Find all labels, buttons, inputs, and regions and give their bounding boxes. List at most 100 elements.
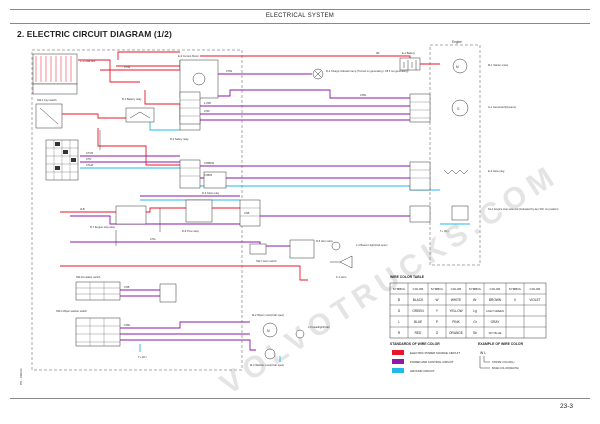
wire-ground-1 <box>149 120 180 131</box>
wire-table-cell: SKY BLUE <box>489 331 502 335</box>
wire-table-title: WIRE COLOR TABLE <box>390 275 425 279</box>
wire-table-cell: VIOLET <box>529 298 540 302</box>
wire-table-cell: O <box>436 331 439 335</box>
wire-table-cell: PINK <box>452 320 460 324</box>
heater-switch: SW-19 Heater switch <box>75 275 121 301</box>
wire-table-cell: ORANGE <box>449 331 463 335</box>
engine-stop-relay: R-7 Engine stop relay <box>90 205 147 229</box>
legend-swatch <box>392 359 404 364</box>
wire-table-cell: BLUE <box>414 320 422 324</box>
heater-switch-label: SW-19 Heater switch <box>76 275 101 279</box>
wiper-motor: M M-2 Wiper motor(Cab spec) <box>252 313 284 338</box>
battery-relay-label: R-1 Battery relay <box>122 97 142 101</box>
head-light: L-5 Headlight(Cab) <box>295 325 330 339</box>
wire-table-header: SYMBOL <box>509 287 522 291</box>
wiper-switch: SW-4 Wiper washer switch <box>56 309 121 347</box>
wire-table-cell: Y <box>436 309 439 313</box>
wire-violet-1 <box>200 89 410 99</box>
wire-table-cell: P <box>436 320 438 324</box>
svg-text:G: G <box>457 107 460 111</box>
head-light-label: L-5 Headlight(Cab) <box>308 325 330 329</box>
beacon-label: L-3 Beacon light(Cab spec) <box>356 243 388 247</box>
wire-label: 0.85L <box>360 93 367 97</box>
wire-table-cell: Gr <box>473 320 477 324</box>
section-header: ELECTRICAL SYSTEM <box>265 13 335 19</box>
wire-table-cell: L <box>398 320 400 324</box>
engine-connector-3 <box>409 205 431 223</box>
fuse-label: F-1 Fuse box <box>80 59 96 63</box>
wire-wiper-3 <box>120 339 256 351</box>
engine-connector-1 <box>409 93 431 123</box>
wire-table-cell: GREEN <box>412 309 424 313</box>
connector-right-1 <box>239 199 261 227</box>
charge-lamp-label: R-4 Charge indicator lamp (Turned on gen… <box>326 69 408 73</box>
wire-label: 0.85L <box>124 323 131 327</box>
header-rule-top <box>10 9 590 10</box>
engine-stop-solenoid: So-1 Engine stop solenoid (Activated by … <box>451 205 558 221</box>
key-switch-grid <box>45 139 79 181</box>
wire-label: 3R <box>376 51 379 55</box>
wire-label: 0.5B <box>244 211 250 215</box>
wire-table-header: SYMBOL <box>393 287 406 291</box>
wire-red-low <box>60 265 308 281</box>
wire-wiper-1 <box>120 321 250 329</box>
dynamo-label: G-1 Generator(Dynamo) <box>488 105 516 109</box>
legend-label: POWER AND CONTROL CIRCUIT <box>410 360 454 364</box>
wire-table-cell: Lg <box>473 309 477 313</box>
engine-frame <box>429 44 481 266</box>
wire-table-cell: LIGHT GREEN <box>486 309 504 313</box>
horn-label: K-1 Horn <box>336 275 347 279</box>
current-motor: E-3 Current Motor <box>178 54 219 99</box>
legend-label: ELECTRIC POWER SOURCE CIRCUIT <box>410 351 460 355</box>
wire-legend: STANDARDS OF WIRE COLOR ELECTRIC POWER S… <box>390 342 524 373</box>
wire-table-cell: WHITE <box>451 298 461 302</box>
wire-table-cell: BROWN <box>489 298 502 302</box>
header-rule-bottom <box>10 23 590 24</box>
side-code: 9Y1 - 0406-00 <box>19 368 23 385</box>
washer-motor: M-3 Washer motor(Cab spec) <box>250 348 284 367</box>
legend-label: GROUND CIRCUIT <box>410 369 435 373</box>
starter-label: M-1 Starter motor <box>488 63 508 67</box>
wire-label: 1.25R <box>204 101 211 105</box>
glow-label: E-4 Glow plug <box>488 169 505 173</box>
glow-relay-label: R-3 Glow relay <box>202 191 220 195</box>
wire-label: 0.5B <box>124 285 130 289</box>
wire-table-header: COLOR <box>413 287 425 291</box>
footer-rule <box>10 398 590 399</box>
page-title: 2. ELECTRIC CIRCUIT DIAGRAM (1/2) <box>17 29 172 39</box>
glow-plug: E-4 Glow plug <box>443 169 505 175</box>
legend-swatch <box>392 350 404 355</box>
wire-table-cell: Sb <box>473 331 477 335</box>
dynamo: G G-1 Generator(Dynamo) <box>451 99 516 117</box>
wire-label: 0.85BrW <box>204 161 215 165</box>
heater-connector <box>159 283 177 303</box>
wire-label: 0.5R <box>204 109 210 113</box>
wire-table-cell: GRAY <box>491 320 501 324</box>
battery-label: E-1 Battery <box>402 51 416 55</box>
beacon-light: L-3 Beacon light(Cab spec) <box>331 241 388 251</box>
horn-switch-label: SW-7 Horn switch <box>256 259 277 263</box>
current-motor-label: E-3 Current Motor <box>178 54 199 58</box>
battery: E-1 Battery <box>399 51 421 71</box>
key-switch: SW-1 Key switch <box>35 98 63 129</box>
wiper-motor-label: M-2 Wiper motor(Cab spec) <box>252 313 284 317</box>
tx-ground2-label: T+ (21) <box>138 355 147 359</box>
legend-swatch <box>392 368 404 373</box>
horn: K-1 Horn <box>330 255 353 279</box>
horn-relay-label: R-5 Horn relay <box>316 239 334 243</box>
wire-label: 0.5W <box>226 69 233 73</box>
wire-label: 0.5YR <box>86 151 93 155</box>
wire-label: 0.5W <box>124 65 131 69</box>
wire-table-cell: G <box>398 309 401 313</box>
wire-table-cell: R <box>398 331 401 335</box>
horn-relay: R-5 Horn relay <box>289 239 334 259</box>
starter-motor: M M-1 Starter motor <box>452 58 508 74</box>
time-relay: R-6 Time relay <box>182 199 213 233</box>
wire-table-cell: W <box>435 298 438 302</box>
time-relay-label: R-6 Time relay <box>182 229 200 233</box>
wire-label: 0.5V <box>86 157 92 161</box>
fuse-box: F-1 Fuse box <box>32 53 96 95</box>
example-title: EXAMPLE OF WIRE COLOR <box>478 342 524 346</box>
svg-text:M: M <box>267 329 270 333</box>
